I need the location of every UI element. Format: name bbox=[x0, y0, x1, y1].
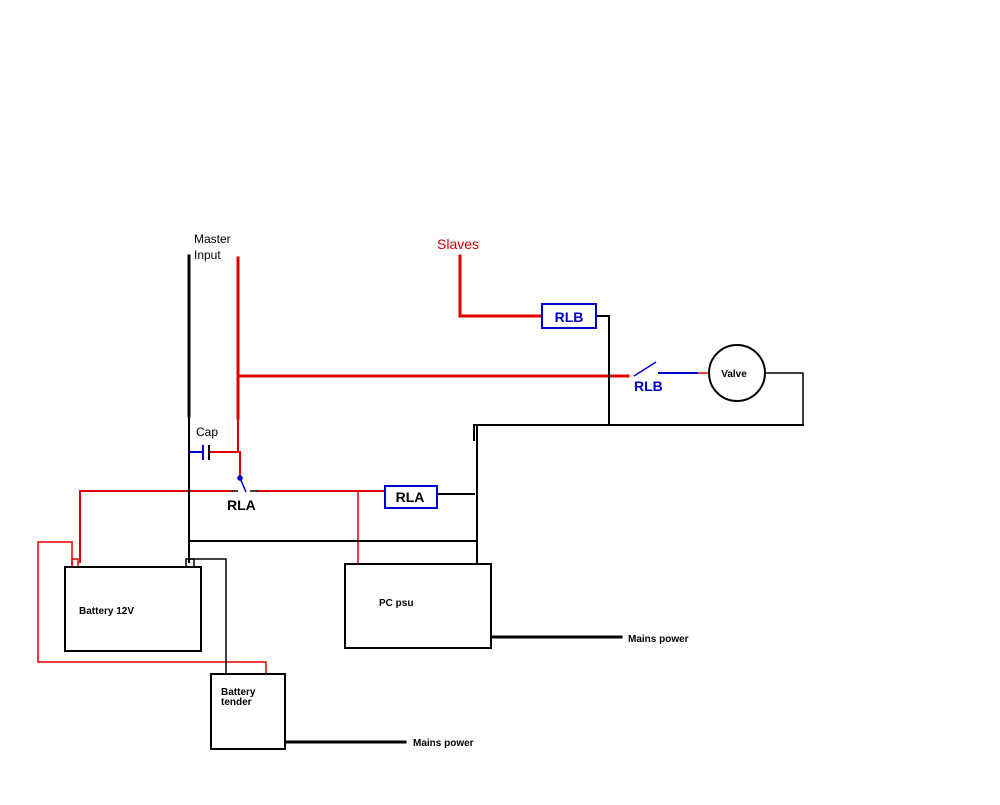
red-wire-rla-to-battery bbox=[79, 490, 233, 563]
cap-label: Cap bbox=[196, 425, 218, 439]
battery-tender-box bbox=[210, 673, 286, 750]
battery-tender-label-line1: Battery bbox=[221, 687, 256, 698]
valve: Valve bbox=[708, 344, 766, 402]
battery-tender: Battery tender bbox=[210, 673, 286, 750]
rlb-coil-return bbox=[595, 315, 610, 426]
rlb-coil: RLB bbox=[541, 303, 597, 329]
rla-coil-label: RLA bbox=[396, 489, 425, 505]
master-input-label-line1: Master bbox=[194, 232, 231, 246]
rla-switch bbox=[232, 475, 258, 493]
pc-psu-box bbox=[344, 563, 492, 649]
black-wire-tender-neg bbox=[188, 558, 227, 675]
battery-tender-label-line2: tender bbox=[221, 697, 252, 708]
rla-coil: RLA bbox=[384, 485, 438, 509]
rla-switch-contact bbox=[237, 475, 243, 481]
master-input-label-line2: Input bbox=[194, 248, 221, 262]
red-wires bbox=[37, 254, 630, 675]
rlb-switch bbox=[633, 361, 709, 377]
mains-power-tender-label: Mains power bbox=[413, 738, 474, 749]
red-wire-tender-loop bbox=[37, 541, 267, 675]
rlb-coil-box bbox=[541, 303, 597, 329]
rlb-switch-label: RLB bbox=[634, 378, 663, 394]
red-wire-battery-to-tender bbox=[71, 558, 79, 567]
battery-box bbox=[64, 566, 202, 652]
battery-label: Battery 12V bbox=[79, 606, 134, 617]
valve-return bbox=[764, 372, 804, 426]
rla-switch-label: RLA bbox=[227, 497, 256, 513]
valve-label: Valve bbox=[721, 369, 747, 380]
valve-circle bbox=[708, 344, 766, 402]
pc-psu: PC psu bbox=[344, 563, 492, 649]
rla-coil-box bbox=[384, 485, 438, 509]
pc-psu-label: PC psu bbox=[379, 598, 413, 609]
mains-power-psu-label: Mains power bbox=[628, 634, 689, 645]
rlb-coil-label: RLB bbox=[555, 309, 584, 325]
slaves-label: Slaves bbox=[437, 236, 479, 252]
battery: Battery 12V bbox=[64, 566, 202, 652]
black-wires bbox=[185, 254, 804, 744]
capacitor bbox=[189, 445, 210, 460]
rlb-switch-blade bbox=[633, 361, 657, 377]
